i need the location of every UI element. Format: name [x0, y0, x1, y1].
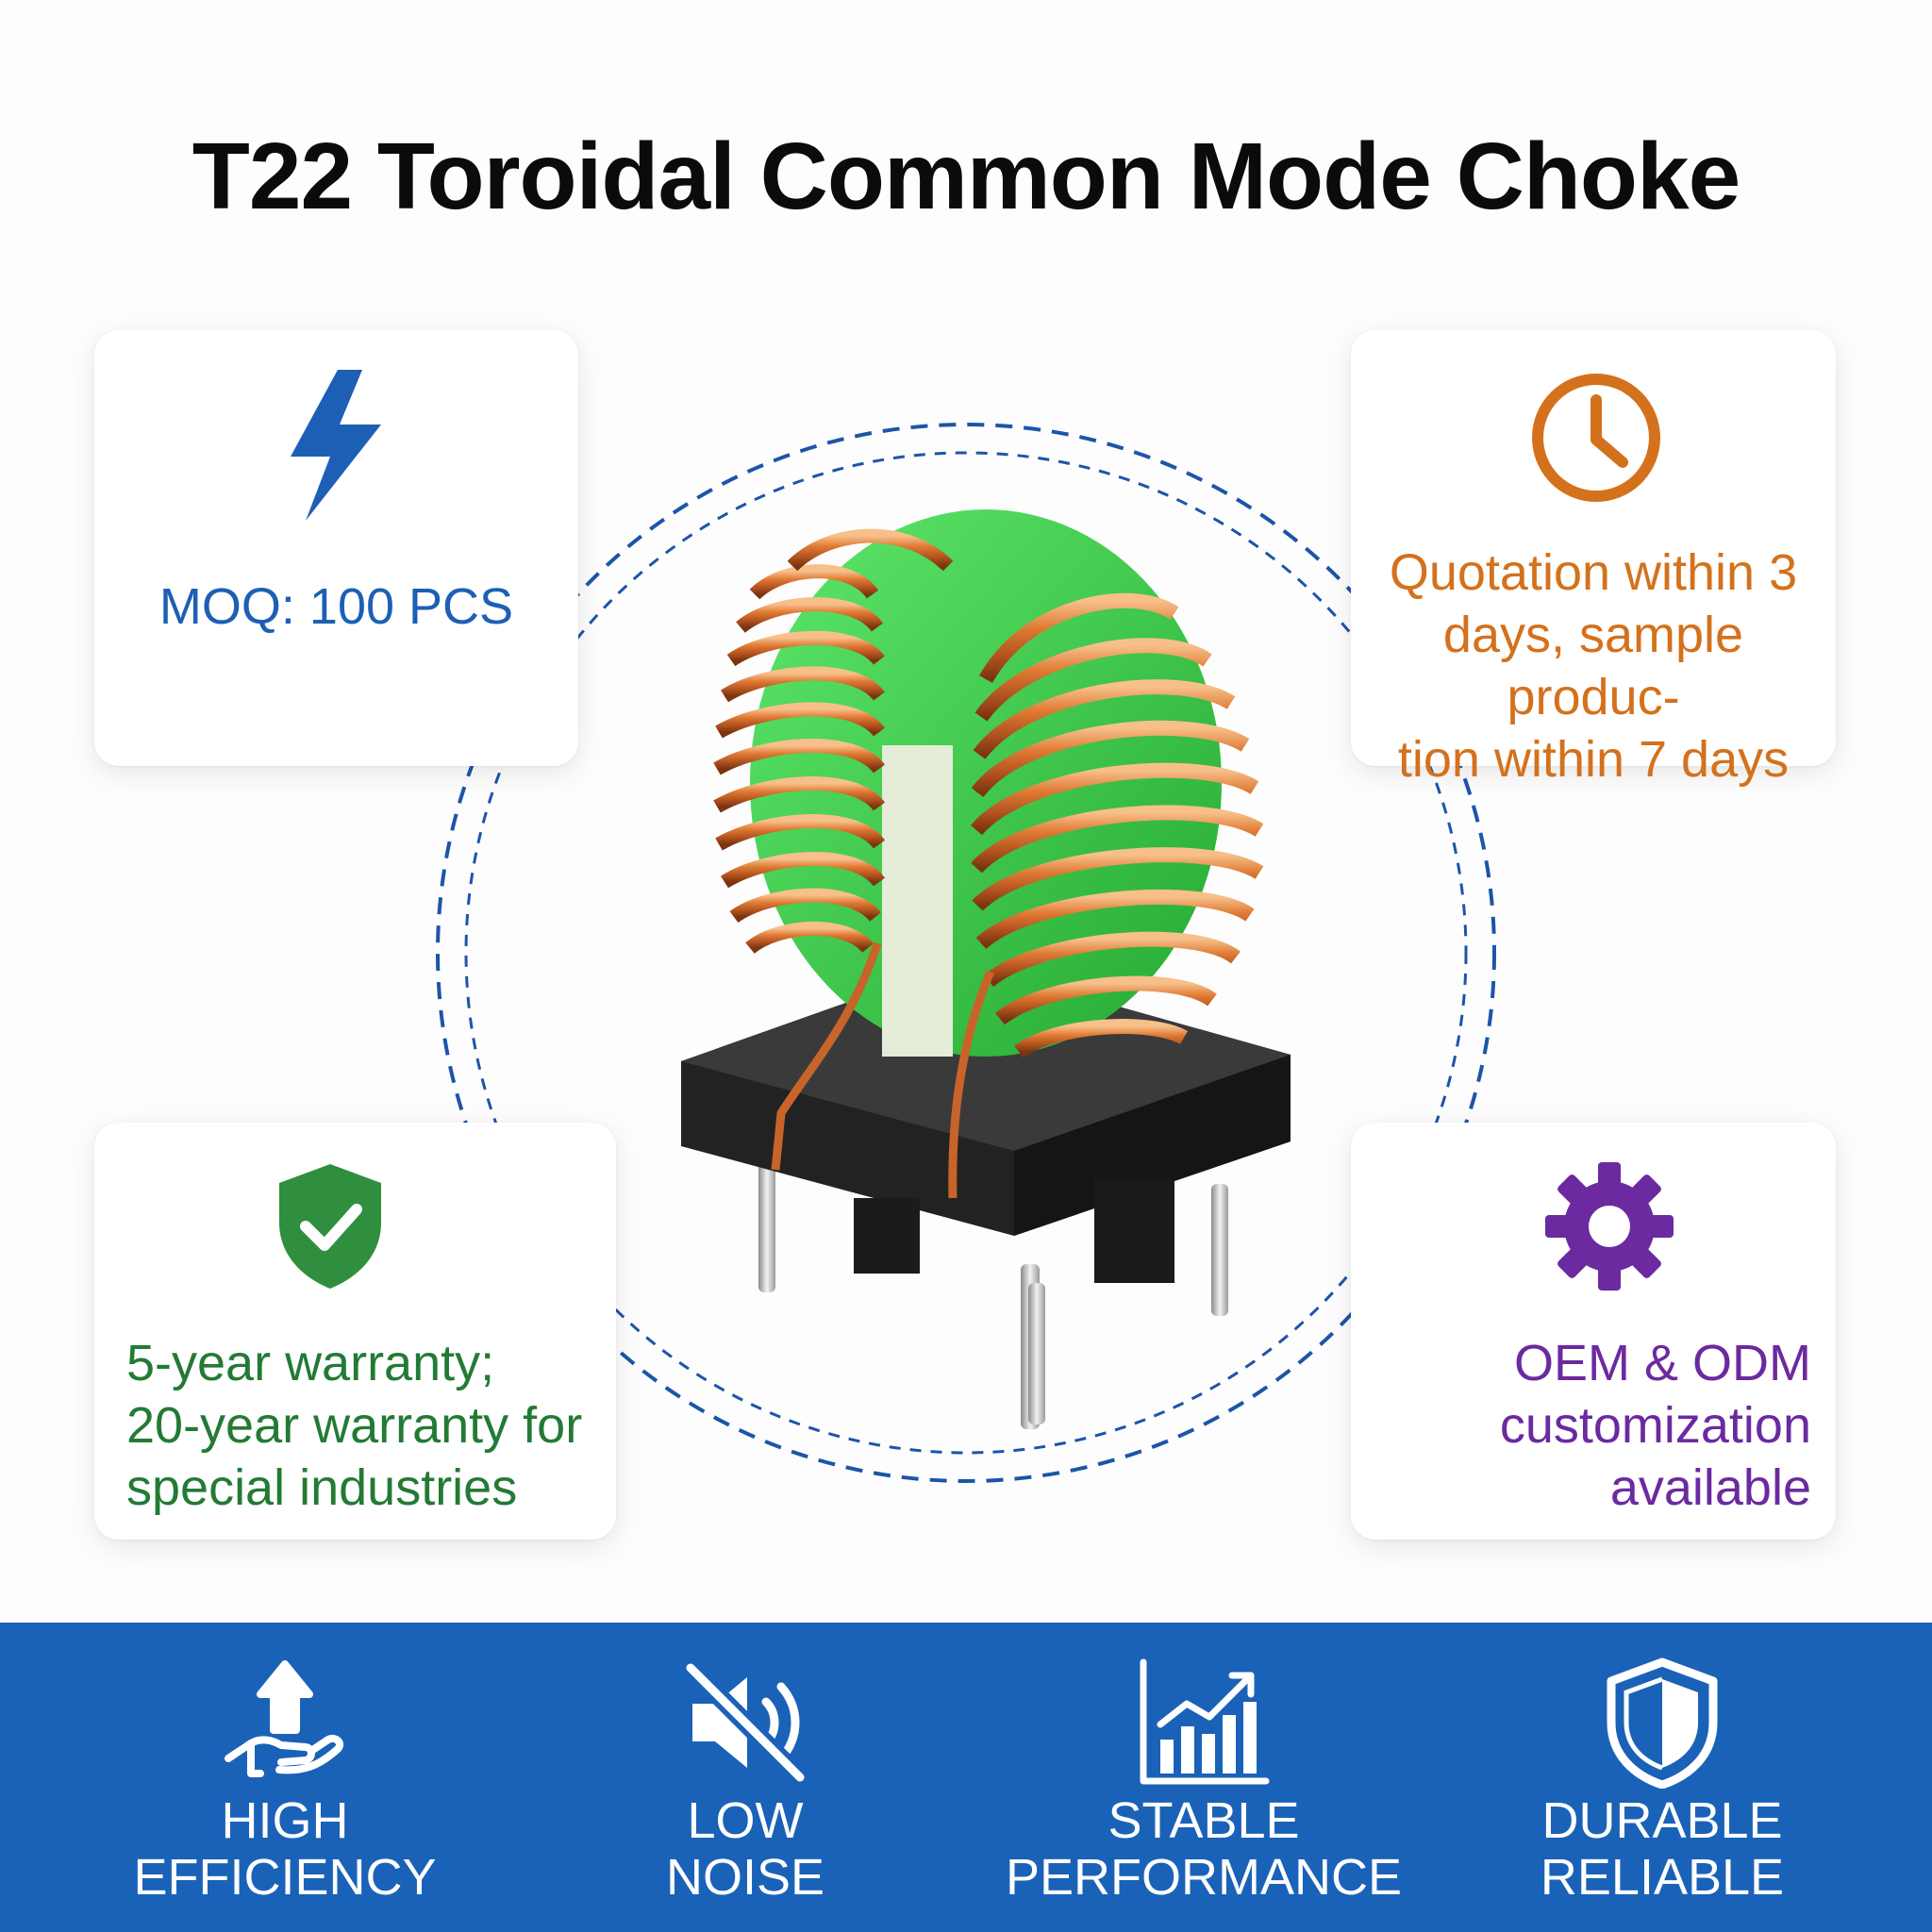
oem-line-3: available: [1609, 1459, 1811, 1516]
feature-low-noise: LOW NOISE: [528, 1623, 962, 1932]
feature-stable-performance: STABLE PERFORMANCE: [987, 1623, 1421, 1932]
quotation-text: Quotation within 3 days, sample produc- …: [1351, 541, 1836, 791]
moq-text: MOQ: 100 PCS: [94, 575, 578, 638]
feature-stable-performance-label: STABLE PERFORMANCE: [1005, 1792, 1403, 1906]
page-title: T22 Toroidal Common Mode Choke: [192, 124, 1740, 229]
shield-outline-icon: [1607, 1657, 1718, 1789]
right-winding: [970, 592, 1264, 1058]
oem-card: OEM & ODM customization available: [1351, 1123, 1836, 1540]
quotation-line-1: Quotation within 3: [1389, 544, 1798, 601]
feature-band: HIGH EFFICIENCY LOW NOISE: [0, 1623, 1932, 1932]
oem-line-2: customization: [1499, 1397, 1811, 1454]
warranty-card: 5-year warranty; 20-year warranty for sp…: [94, 1123, 616, 1540]
muted-speaker-icon: [681, 1658, 809, 1787]
warranty-line-3: special industries: [126, 1459, 518, 1516]
left-winding: [713, 528, 954, 955]
warranty-line-2: 20-year warranty for: [126, 1397, 583, 1454]
warranty-text: 5-year warranty; 20-year warranty for sp…: [126, 1332, 608, 1519]
choke-pins: [758, 1160, 1228, 1429]
lightning-bolt-icon: [291, 370, 381, 521]
feature-high-efficiency: HIGH EFFICIENCY: [68, 1623, 502, 1932]
feature-durable-reliable: DURABLE RELIABLE: [1445, 1623, 1879, 1932]
feature-high-efficiency-label: HIGH EFFICIENCY: [133, 1792, 437, 1906]
warranty-line-1: 5-year warranty;: [126, 1335, 495, 1391]
quotation-line-2: days, sample produc-: [1442, 607, 1744, 725]
oem-text: OEM & ODM customization available: [1370, 1332, 1811, 1519]
clock-icon: [1532, 374, 1660, 502]
gear-icon: [1545, 1162, 1674, 1291]
oem-line-1: OEM & ODM: [1513, 1335, 1811, 1391]
hand-up-arrow-icon: [225, 1660, 344, 1777]
feature-low-noise-label: LOW NOISE: [665, 1792, 825, 1906]
moq-card: MOQ: 100 PCS: [94, 330, 578, 766]
moq-line-1: MOQ: 100 PCS: [158, 578, 514, 635]
outer-dashed-circle: [436, 423, 1496, 1483]
lead-wires: [771, 941, 995, 1199]
quotation-line-3: tion within 7 days: [1397, 731, 1790, 788]
feature-durable-reliable-label: DURABLE RELIABLE: [1540, 1792, 1785, 1906]
product-illustration: [436, 423, 1496, 1483]
bar-chart-trend-icon: [1140, 1658, 1270, 1785]
inner-dashed-circle: [464, 451, 1468, 1455]
shield-check-icon: [279, 1164, 381, 1289]
quotation-card: Quotation within 3 days, sample produc- …: [1351, 330, 1836, 788]
